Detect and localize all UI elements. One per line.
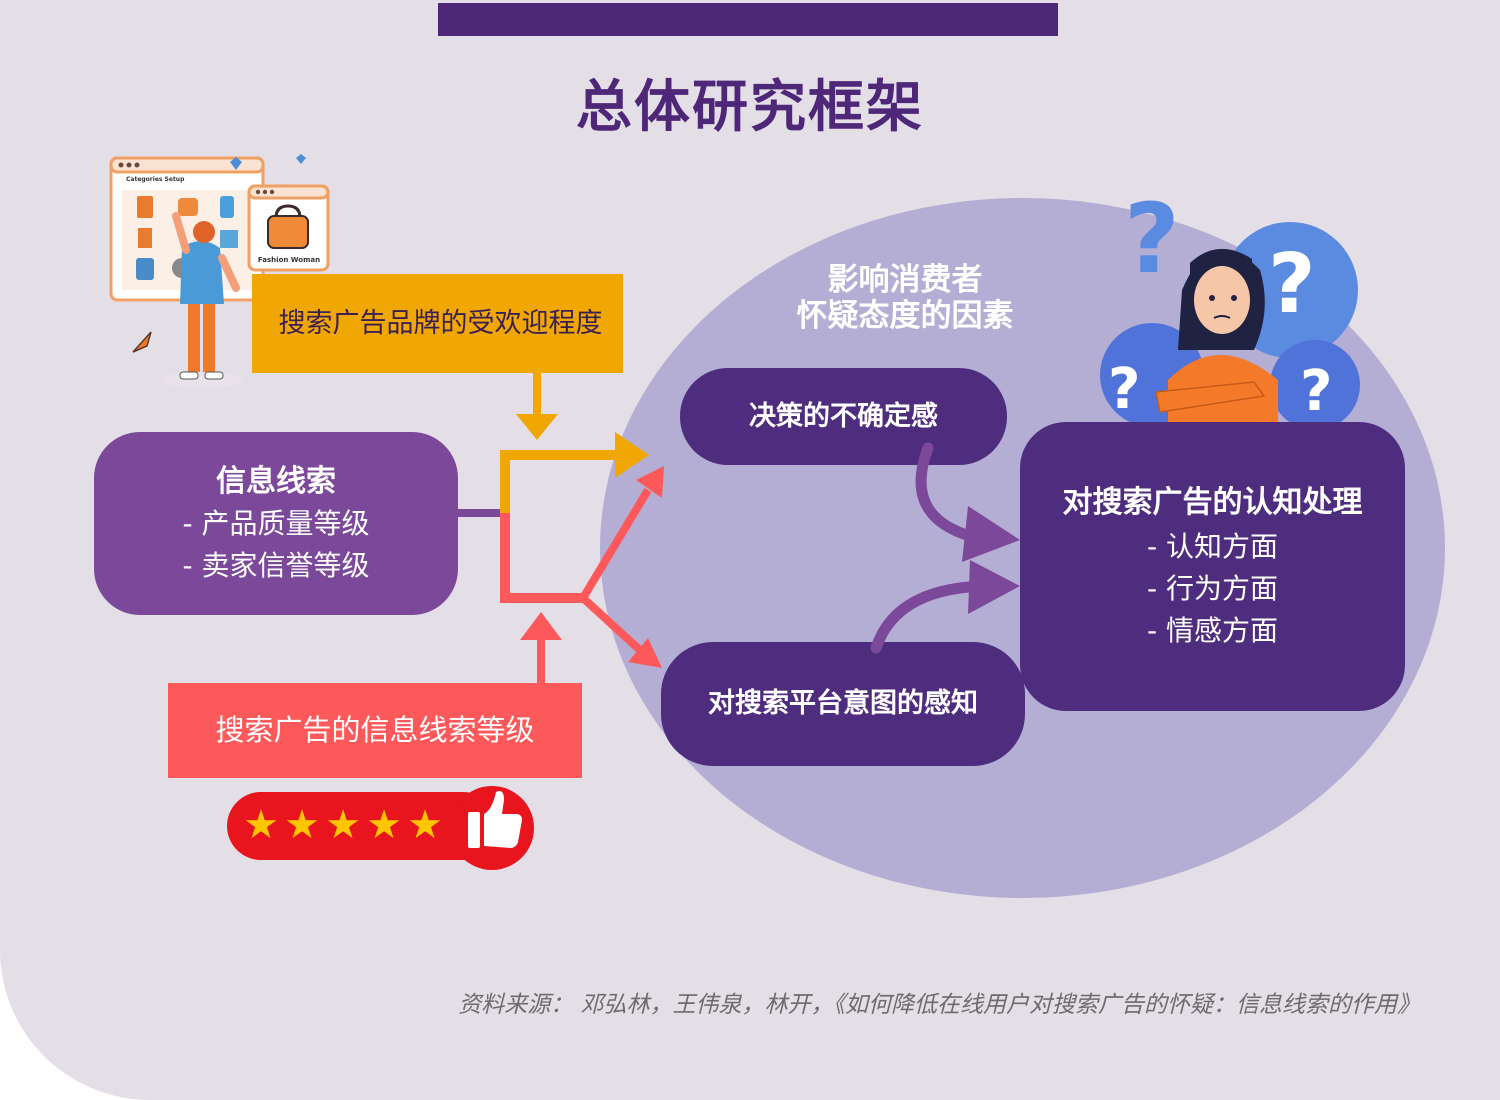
info-cues-box: 信息线索 - 产品质量等级 - 卖家信誉等级 (94, 432, 458, 615)
info-cues-title: 信息线索 (216, 463, 336, 499)
decision-uncertainty-label: 决策的不确定感 (749, 400, 938, 432)
star-icon: ★ (243, 802, 279, 848)
cognitive-aspect-item: - 行为方面 (1146, 571, 1278, 605)
platform-intent-box: 对搜索平台意图的感知 (661, 642, 1025, 766)
cognitive-processing-title: 对搜索广告的认知处理 (1062, 484, 1363, 520)
gold-down-arrowhead (516, 414, 558, 440)
red-upper-arrowhead (636, 466, 664, 498)
fashion-window (247, 184, 330, 272)
top-accent-bar (438, 3, 1058, 36)
curved-arrowhead (968, 560, 1020, 614)
woman-figure (1155, 248, 1278, 430)
red-elbow-arrow (500, 513, 583, 603)
cognitive-processing-box: 对搜索广告的认知处理 - 认知方面 - 行为方面 - 情感方面 (1020, 422, 1405, 711)
red-lower-arrowhead (628, 638, 662, 668)
factors-heading: 影响消费者 怀疑态度的因素 (770, 262, 1040, 334)
heart-icon (230, 157, 242, 170)
info-cue-level-label: 搜索广告的信息线索等级 (168, 683, 582, 778)
fashion-window-label: Fashion Woman (258, 256, 320, 264)
shopper-figure (162, 212, 242, 388)
info-cue-item: - 卖家信誉等级 (182, 548, 370, 582)
red-upper-branch (579, 487, 652, 601)
brand-popularity-label: 搜索广告品牌的受欢迎程度 (252, 274, 623, 373)
red-lower-branch (580, 595, 645, 655)
category-window-title: Categories Setup (126, 176, 185, 183)
platform-intent-label: 对搜索平台意图的感知 (708, 688, 978, 719)
gold-right-arrowhead (615, 432, 649, 478)
decision-uncertainty-box: 决策的不确定感 (680, 368, 1007, 465)
source-citation: 资料来源： 邓弘林，王伟泉，林开，《如何降低在线用户对搜索广告的怀疑：信息线索的… (458, 992, 1420, 1018)
cursor-arrow-icon (132, 331, 152, 353)
question-mark-icon: ? (1300, 359, 1332, 424)
factors-heading-line: 怀疑态度的因素 (796, 298, 1014, 334)
star-icon: ★ (325, 802, 361, 848)
gold-elbow-arrow (500, 450, 622, 513)
curved-arrow-from-intent (870, 580, 992, 654)
star-icon: ★ (366, 802, 402, 848)
cognitive-aspect-item: - 认知方面 (1146, 529, 1278, 563)
page-title: 总体研究框架 (576, 75, 924, 140)
factors-heading-line: 影响消费者 (827, 262, 983, 298)
star-icon: ★ (407, 802, 443, 848)
cloud-shape (1270, 340, 1360, 430)
star-icon: ★ (284, 802, 320, 848)
info-cue-item: - 产品质量等级 (182, 506, 370, 540)
question-mark-icon: ? (1108, 357, 1140, 422)
cognitive-aspect-item: - 情感方面 (1146, 613, 1278, 647)
curved-arrowhead (962, 506, 1020, 562)
question-mark-icon: ? (1124, 183, 1180, 295)
red-up-arrowhead (520, 612, 562, 640)
question-mark-icon: ? (1268, 237, 1316, 332)
heart-icon (296, 154, 306, 164)
